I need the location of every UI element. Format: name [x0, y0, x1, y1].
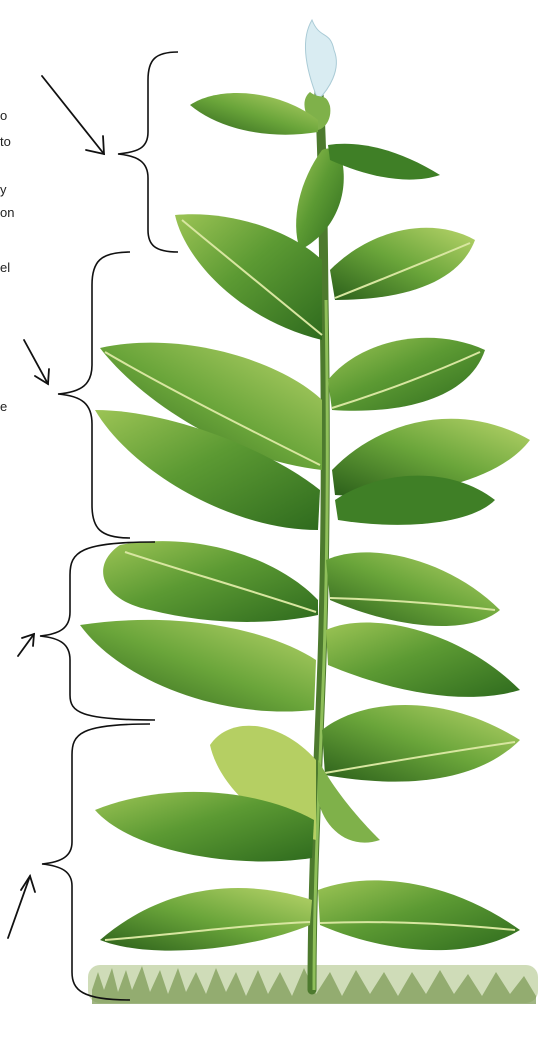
caption-fragment: to — [0, 134, 11, 150]
leaves-upper-middle — [95, 338, 530, 530]
leaf — [100, 888, 312, 951]
leaf — [326, 623, 520, 697]
leaf — [296, 148, 344, 250]
leaf — [318, 880, 520, 950]
arrow-bottom — [8, 876, 35, 938]
brace-top — [118, 52, 178, 252]
arrow-upper-middle — [24, 340, 49, 384]
leaf — [328, 338, 485, 411]
caption-fragment: on — [0, 205, 14, 221]
leaf — [190, 93, 318, 135]
leaves-lower-middle — [80, 541, 520, 711]
leaves-bottom — [95, 705, 520, 951]
flower-cluster — [304, 20, 336, 130]
caption-fragment: o — [0, 108, 7, 124]
caption-fragment: el — [0, 260, 10, 276]
caption-fragment: y — [0, 182, 7, 198]
arrow-top — [42, 76, 104, 154]
leaf — [322, 705, 520, 782]
caption-fragment: e — [0, 399, 7, 415]
braces — [40, 52, 178, 1000]
brace-upper-middle — [58, 252, 130, 538]
arrow-lower-middle — [18, 634, 34, 656]
arrows — [8, 76, 104, 938]
leaf — [330, 228, 475, 300]
leaf — [80, 620, 316, 712]
brace-bottom — [42, 724, 150, 1000]
leaf — [326, 552, 500, 626]
leaf — [103, 541, 318, 622]
leaf — [328, 144, 440, 180]
